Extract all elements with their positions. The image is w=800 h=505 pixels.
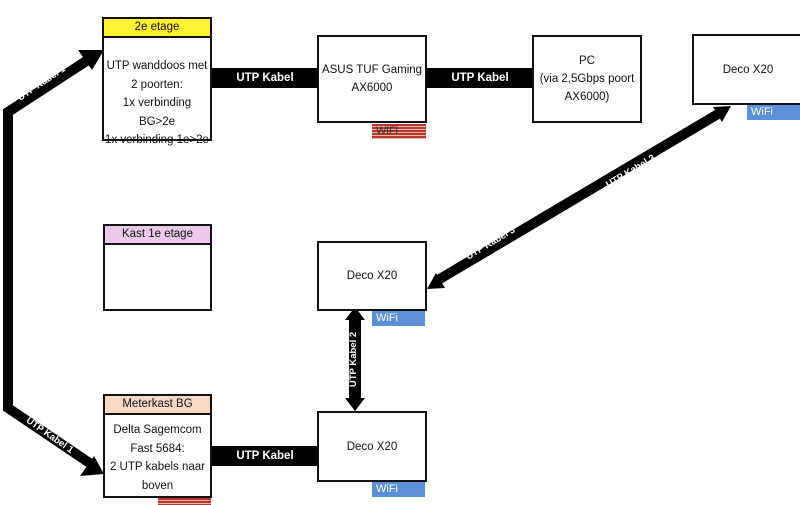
- box-pc[interactable]: PC (via 2,5Gbps poort AX6000): [532, 35, 642, 123]
- asus-label: ASUS TUF Gaming AX6000: [319, 37, 425, 121]
- header-meterkast-bg: Meterkast BG: [105, 396, 210, 415]
- text-line: ASUS TUF Gaming: [321, 64, 423, 76]
- cable-asus-pc: UTP Kabel: [425, 68, 535, 88]
- cable-meterkast-deco: UTP Kabel: [211, 446, 319, 466]
- utp-kabel-3-line: [435, 109, 721, 285]
- arrowhead-kabel3-top: [713, 106, 731, 122]
- arrowhead-kabel1-bottom: [80, 456, 104, 476]
- arrowhead-kabel3-bottom: [427, 273, 445, 289]
- box-asus-router[interactable]: ASUS TUF Gaming AX6000: [317, 35, 427, 123]
- text-line: AX6000): [564, 91, 610, 103]
- wifi-badge-deco-top-right: WiFi: [747, 105, 800, 120]
- kabel2-label: UTP Kabel 2: [348, 331, 360, 388]
- text-line: AX6000: [351, 82, 393, 94]
- text-line: UTP wanddoos met: [106, 60, 208, 72]
- header-2e-etage: 2e etage: [104, 19, 210, 38]
- arrowhead-kabel2-top: [345, 307, 365, 320]
- text-line: PC: [579, 55, 595, 67]
- box-deco-bottom[interactable]: Deco X20: [317, 411, 427, 482]
- box-deco-top-right[interactable]: Deco X20: [692, 34, 800, 105]
- pc-label: PC (via 2,5Gbps poort AX6000): [534, 37, 640, 121]
- deco-middle-label: Deco X20: [346, 270, 398, 282]
- text-line: 1x verbinding BG>2e: [122, 97, 192, 128]
- box-kast-1e-etage[interactable]: Kast 1e etage: [103, 224, 212, 311]
- deco-bottom-label: Deco X20: [346, 440, 398, 453]
- deco-top-right-label: Deco X20: [722, 63, 774, 76]
- wifi-badge-meterkast-disabled: [158, 498, 211, 505]
- wifi-badge-deco-bottom: WiFi: [372, 482, 425, 497]
- arrowhead-kabel1-top: [78, 50, 104, 70]
- box-meterkast-bg[interactable]: Meterkast BG Delta Sagemcom Fast 5684: 2…: [103, 394, 212, 498]
- header-kast-1e-etage: Kast 1e etage: [105, 226, 210, 245]
- arrowhead-kabel2-bottom: [345, 398, 365, 411]
- box-deco-middle[interactable]: Deco X20: [317, 241, 427, 311]
- text-line: boven: [141, 479, 174, 492]
- box-2e-etage-text: UTP wanddoos met 2 poorten: 1x verbindin…: [104, 57, 210, 150]
- utp-kabel-1-line: [3, 51, 97, 471]
- text-line: 2 poorten:: [131, 78, 183, 91]
- box-meterkast-text: Delta Sagemcom Fast 5684: 2 UTP kabels n…: [105, 421, 210, 495]
- text-line: Fast 5684:: [130, 442, 185, 455]
- text-line: 1x verbinding 1e>2e: [105, 134, 209, 146]
- text-line: Delta Sagemcom: [113, 424, 202, 436]
- cable-floor2-asus: UTP Kabel: [211, 68, 319, 88]
- text-line: 2 UTP kabels naar: [109, 461, 206, 473]
- wifi-badge-deco-middle: WiFi: [372, 311, 425, 326]
- wifi-badge-asus-disabled: WiFi: [372, 124, 426, 139]
- text-line: (via 2,5Gbps poort: [539, 73, 635, 85]
- box-2e-etage[interactable]: 2e etage UTP wanddoos met 2 poorten: 1x …: [102, 17, 212, 146]
